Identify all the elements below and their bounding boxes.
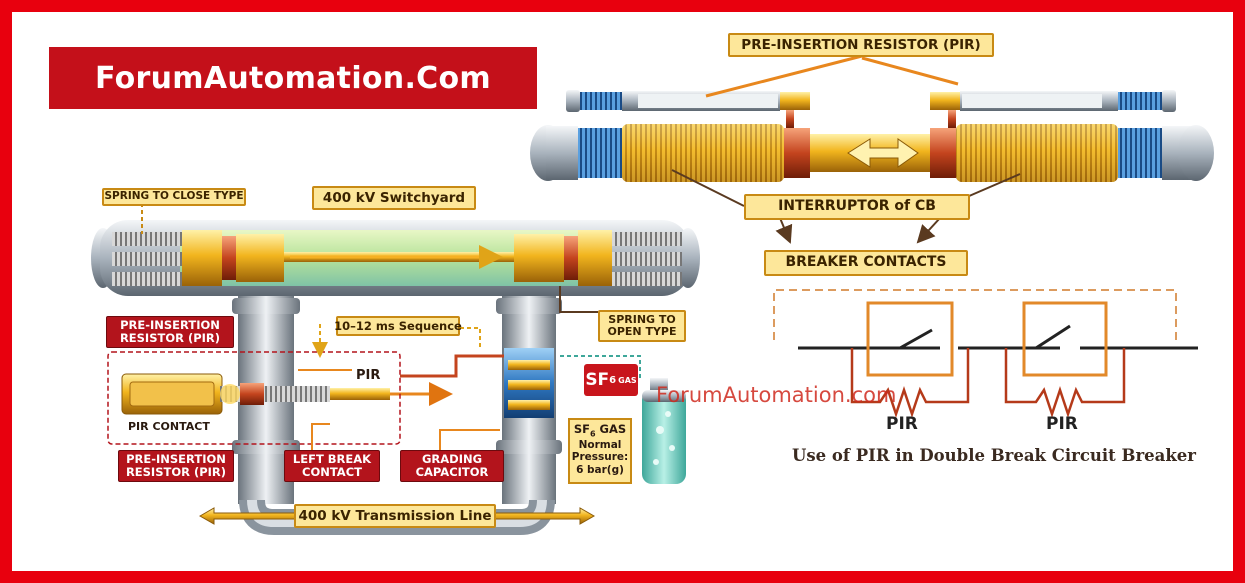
sf6-note-body: Normal Pressure: 6 bar(g) bbox=[571, 438, 629, 477]
switchyard-assembly bbox=[91, 220, 700, 535]
sequence-label: 10–12 ms Sequence bbox=[334, 316, 462, 336]
schematic-pir-left: PIR bbox=[886, 414, 918, 434]
pir-label-lower: PRE-INSERTION RESISTOR (PIR) bbox=[118, 450, 234, 482]
pir-group-outline bbox=[107, 351, 401, 445]
interrupter-unit-top bbox=[530, 90, 1214, 182]
transmission-line-label: 400 kV Transmission Line bbox=[294, 504, 496, 528]
switchyard-label: 400 kV Switchyard bbox=[312, 186, 476, 210]
sf6-badge-gas: GAS bbox=[618, 375, 637, 385]
spring-open-label: SPRING TO OPEN TYPE bbox=[598, 310, 686, 342]
breaker-contacts-label: BREAKER CONTACTS bbox=[764, 250, 968, 276]
top-pir-label: PRE-INSERTION RESISTOR (PIR) bbox=[728, 33, 994, 57]
spring-close-label: SPRING TO CLOSE TYPE bbox=[102, 188, 246, 206]
grading-capacitor-label: GRADING CAPACITOR bbox=[400, 450, 504, 482]
sf6-badge-main: SF bbox=[585, 370, 610, 390]
schematic-pir-right: PIR bbox=[1046, 414, 1078, 434]
pir-small-label: PIR bbox=[356, 368, 381, 383]
sf6-note-sub: 6 bbox=[589, 429, 596, 439]
pir-contact-label: PIR CONTACT bbox=[128, 420, 210, 433]
left-break-contact-label: LEFT BREAK CONTACT bbox=[284, 450, 380, 482]
sf6-badge-sub: 6 bbox=[609, 374, 617, 386]
pir-label-upper: PRE-INSERTION RESISTOR (PIR) bbox=[106, 316, 234, 348]
interruptor-label: INTERRUPTOR of CB bbox=[744, 194, 970, 220]
sf6-note-gas: GAS bbox=[595, 422, 627, 436]
brand-banner[interactable]: ForumAutomation.Com bbox=[49, 47, 537, 109]
watermark-text: ForumAutomation.com bbox=[656, 383, 897, 407]
schematic-caption: Use of PIR in Double Break Circuit Break… bbox=[792, 446, 1196, 465]
sf6-gas-cylinder bbox=[642, 378, 686, 484]
sf6-pressure-note: SF6 GAS Normal Pressure: 6 bar(g) bbox=[568, 418, 632, 484]
sf6-note-title: SF bbox=[573, 422, 590, 436]
double-break-schematic bbox=[773, 289, 1198, 418]
left-leader-lines bbox=[141, 203, 641, 452]
